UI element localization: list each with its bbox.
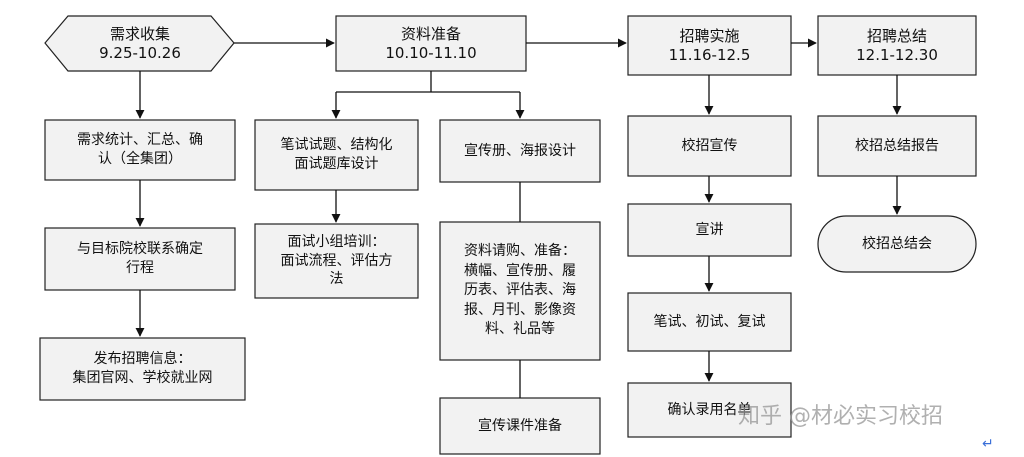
return-mark: ↵	[982, 436, 994, 452]
exec-step-1-box	[627, 115, 792, 177]
demand-step-1-text: 需求统计、汇总、确 认（全集团）	[77, 132, 203, 167]
exec-step-4-box	[627, 382, 792, 438]
summary-step-2-text: 校招总结会	[862, 235, 932, 252]
demand-step-3-text: 发布招聘信息： 集团官网、学校就业网	[72, 351, 213, 386]
prep-right-3-box	[439, 397, 601, 455]
exec-phase-name: 招聘实施	[679, 26, 740, 45]
demand-step-2-text: 与目标院校联系确定 行程	[77, 241, 203, 276]
prep-phase-dates: 10.10-11.10	[385, 43, 477, 62]
exec-step-2-box	[627, 203, 792, 257]
summary-step-1-box	[817, 115, 977, 177]
demand-phase-dates: 9.25-10.26	[99, 43, 181, 62]
prep-left-1-box	[254, 119, 419, 191]
summary-phase-name: 招聘总结	[866, 26, 927, 45]
demand-phase-name: 需求收集	[109, 24, 170, 43]
demand-step-1-box	[44, 119, 236, 181]
demand-step-3-box	[39, 337, 246, 401]
prep-left-1-text: 笔试试题、结构化 面试题库设计	[280, 137, 393, 172]
exec-step-3-text: 笔试、初试、复试	[653, 313, 766, 330]
exec-phase-dates: 11.16-12.5	[668, 45, 751, 64]
summary-phase-box	[817, 15, 977, 76]
summary-phase-dates: 12.1-12.30	[856, 45, 938, 64]
summary-step-2-box	[817, 215, 977, 273]
demand-step-2-box	[44, 227, 236, 291]
prep-left-2-text: 面试小组培训： 面试流程、评估方 法	[280, 233, 393, 288]
prep-right-2-box	[439, 221, 601, 361]
prep-right-1-text: 宣传册、海报设计	[464, 142, 576, 159]
exec-step-4-text: 确认录用名单	[667, 401, 752, 418]
exec-step-1-text: 校招宣传	[681, 137, 738, 154]
prep-left-2-box	[254, 223, 419, 299]
prep-phase-name: 资料准备	[400, 24, 461, 43]
prep-right-1-box	[439, 119, 601, 183]
exec-step-3-box	[627, 292, 792, 352]
prep-right-2-text: 资料请购、准备： 横幅、宣传册、履 历表、评估表、海 报、月刊、影像资 料、礼品…	[464, 243, 576, 338]
exec-step-2-text: 宣讲	[695, 221, 724, 238]
watermark: 知乎 @材必实习校招	[738, 404, 943, 429]
prep-right-3-text: 宣传课件准备	[478, 417, 562, 434]
summary-step-1-text: 校招总结报告	[855, 137, 939, 154]
prep-phase-box	[335, 15, 527, 72]
